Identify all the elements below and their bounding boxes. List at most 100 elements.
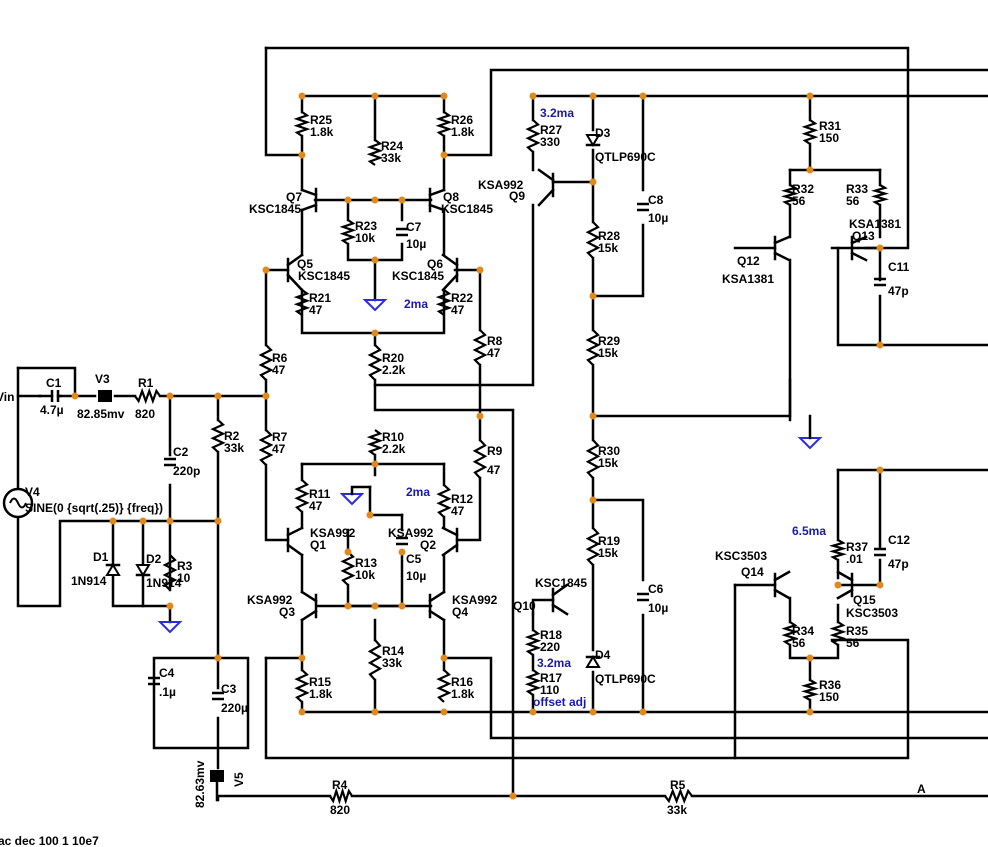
transistor-Q12-emitter — [773, 251, 791, 262]
label-d4: D4 — [595, 648, 611, 662]
label-offset-adj: offset adj — [533, 695, 586, 709]
junction-dots — [71, 92, 884, 800]
junction-dot-0 — [298, 92, 306, 100]
junction-dot-32 — [440, 654, 448, 662]
junction-dot-40 — [166, 602, 174, 610]
ground-g1 — [362, 299, 388, 312]
resistor-R29 — [585, 329, 601, 366]
resistor-R10 — [366, 429, 384, 456]
label-r23-value: 10k — [355, 231, 375, 245]
resistor-R18 — [524, 629, 542, 656]
label-r35: R35 — [846, 624, 868, 638]
resistor-R22 — [435, 289, 453, 316]
transistor-Q5-collector — [286, 253, 304, 267]
transistor-Q14-emitter — [773, 588, 791, 600]
junction-dot-48 — [806, 654, 814, 662]
label-r33: R33 — [846, 182, 868, 196]
label-c7-value: 10µ — [406, 237, 426, 251]
label-r25: R25 — [310, 113, 332, 127]
junction-dot-27 — [214, 517, 222, 525]
junction-dot-7 — [298, 151, 306, 159]
resistor-R28 — [585, 221, 601, 259]
label-r27-value: 330 — [540, 135, 560, 149]
resistor-R32 — [780, 184, 800, 206]
junction-dot-42 — [509, 792, 517, 800]
diode-D4-body — [585, 655, 601, 668]
label-r21-value: 47 — [309, 303, 323, 317]
resistor-R2 — [210, 419, 226, 453]
label-q13-type: KSA1381 — [849, 217, 901, 231]
junction-dot-37 — [589, 708, 597, 716]
resistors — [134, 111, 890, 805]
junction-dot-54 — [139, 517, 147, 525]
label-r24-value: 33k — [381, 151, 401, 165]
label-r9: R9 — [487, 444, 503, 458]
label-r37-value: .01 — [846, 552, 863, 566]
label-c4: C4 — [159, 666, 175, 680]
junction-dot-13 — [589, 178, 597, 186]
junction-dot-24 — [476, 412, 484, 420]
label-r4: R4 — [332, 778, 348, 792]
label-sim-command: ac dec 100 1 10e7 — [0, 834, 99, 847]
label-r18: R18 — [540, 628, 562, 642]
junction-dot-18 — [262, 392, 270, 400]
label-r7-value: 47 — [272, 442, 286, 456]
junction-dot-10 — [371, 196, 379, 204]
label-r4-value: 820 — [330, 803, 350, 817]
label-c11-value: 47p — [888, 284, 909, 298]
label-v3: V3 — [95, 372, 110, 386]
label-r7: R7 — [272, 430, 288, 444]
label-r24: R24 — [381, 139, 403, 153]
resistor-R27 — [525, 119, 541, 153]
label-r13: R13 — [355, 556, 377, 570]
label-c2-value: 220p — [173, 464, 200, 478]
label-q10-type: KSC1845 — [535, 576, 587, 590]
sources-and-grounds — [2, 299, 823, 802]
resistor-R1 — [134, 387, 161, 405]
label-c8-value: 10µ — [648, 211, 668, 225]
transistor-Q9-emitter — [537, 188, 555, 207]
label-r34: R34 — [792, 624, 814, 638]
wire-100 — [836, 246, 988, 347]
junction-dot-15 — [476, 266, 484, 274]
junction-dot-14 — [262, 266, 270, 274]
label-c6-value: 10µ — [648, 601, 668, 615]
junction-dot-49 — [834, 581, 842, 589]
label-r31: R31 — [819, 119, 841, 133]
label-r15: R15 — [309, 675, 331, 689]
label-d2: D2 — [146, 552, 162, 566]
label-r26-value: 1.8k — [451, 125, 475, 139]
label-r30: R30 — [598, 444, 620, 458]
label-q13: Q13 — [852, 229, 875, 243]
label-c1-value: 4.7µ — [40, 403, 64, 417]
label-c5-value: 10µ — [406, 569, 426, 583]
resistor-R31 — [801, 119, 819, 145]
resistor-R36 — [800, 679, 820, 701]
diode-D3-body — [585, 134, 601, 147]
label-current-vas: 2ma — [404, 297, 428, 311]
junction-dot-46 — [876, 466, 884, 474]
transistor-Q13-collector — [850, 235, 868, 245]
label-r25-value: 1.8k — [310, 125, 334, 139]
wire-68 — [16, 366, 77, 398]
label-q6: Q6 — [427, 257, 443, 271]
label-q15: Q15 — [853, 593, 876, 607]
label-v5-value: 82.63mv — [193, 760, 207, 808]
label-q7: Q7 — [286, 190, 302, 204]
label-c4-value: .1µ — [159, 685, 176, 699]
junction-dot-36 — [529, 708, 537, 716]
junction-dot-19 — [214, 392, 222, 400]
junction-dot-12 — [371, 256, 379, 264]
label-r17-value: 110 — [540, 683, 560, 697]
label-r1-value: 820 — [135, 407, 155, 421]
resistor-R30 — [585, 439, 601, 479]
junction-dot-1 — [371, 92, 379, 100]
resistor-R8 — [472, 329, 488, 366]
junction-dot-51 — [344, 548, 352, 556]
wire-27 — [591, 378, 792, 418]
transistor-Q5-emitter — [286, 273, 304, 292]
label-d1: D1 — [93, 550, 109, 564]
label-q14-type: KSC3503 — [715, 549, 767, 563]
diode-D2-body — [135, 564, 151, 577]
junction-dot-52 — [398, 548, 406, 556]
